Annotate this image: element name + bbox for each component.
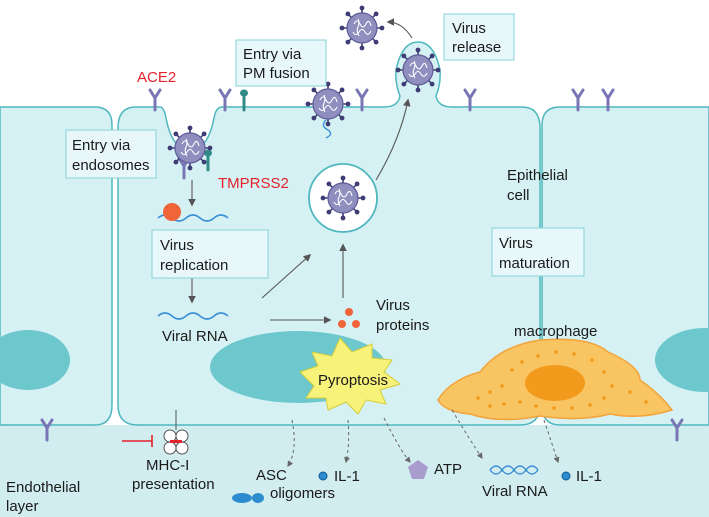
asc-label: ASC [256, 467, 287, 484]
left-cell-nucleus [0, 330, 70, 390]
macrophage-granules [476, 350, 648, 410]
virus-proteins-label: Virus [376, 297, 410, 314]
viral-rna-strand [157, 312, 229, 320]
right-cell-nucleus [655, 328, 709, 392]
protein-dot [338, 320, 346, 328]
il1-dot [318, 471, 328, 481]
il1-label: IL-1 [334, 468, 360, 485]
macrophage-nucleus [525, 365, 585, 401]
il1-dot [561, 471, 571, 481]
epithelial-cell-label: cell [507, 187, 530, 204]
asc-oligomer [252, 493, 264, 503]
arrow-release-up [386, 18, 413, 39]
virus-release-box [443, 13, 515, 61]
entry-endo-box [65, 129, 157, 179]
tmprss2-label: TMPRSS2 [218, 175, 289, 192]
virus-replication-label: replication [160, 257, 228, 274]
mhc-label: presentation [132, 476, 215, 493]
dash-arrow-il1 [344, 419, 350, 464]
entry-endo-label: Entry via [72, 137, 131, 154]
pyroptosis-burst [299, 337, 402, 415]
virus-maturation-box [491, 227, 585, 277]
virus-release-label: Virus [452, 20, 486, 37]
dash-arrow-rna [451, 409, 483, 459]
released-rna [322, 119, 332, 139]
ribosome-icon [163, 203, 181, 221]
epithelial-cell-label: Epithelial [507, 167, 568, 184]
virus-maturation-label: Virus [499, 235, 533, 252]
virus-particle-released [338, 4, 386, 52]
endothelial-layer [0, 425, 709, 517]
entry-pm-label: Entry via [243, 46, 302, 63]
inhibition-mark [122, 435, 153, 447]
entry-pm-box [235, 39, 327, 87]
mhc-complex [163, 410, 189, 455]
endothelial-label: Endothelial [6, 479, 80, 496]
protein-dot [352, 320, 360, 328]
virus-particle-fusion [304, 80, 352, 128]
arrow-vesicle-release [375, 98, 411, 181]
viral-rna-release-label: Viral RNA [482, 483, 548, 500]
dash-arrow-atp [383, 417, 411, 463]
entry-endo-label: endosomes [72, 157, 150, 174]
asc-oligomer [232, 493, 252, 503]
virus-particle-vesicle [319, 174, 367, 222]
mhc-label: MHC-I [146, 457, 189, 474]
virus-particle-endosome [166, 124, 214, 172]
protein-dot [345, 308, 353, 316]
macrophage-label: macrophage [514, 323, 597, 340]
viral-rna-label: Viral RNA [162, 328, 228, 345]
mhc-peptide [170, 440, 182, 443]
virus-release-label: release [452, 39, 501, 56]
virus-particle-budding [394, 46, 442, 94]
il1-label: IL-1 [576, 468, 602, 485]
asc-label: oligomers [270, 485, 335, 502]
virus-maturation-label: maturation [499, 255, 570, 272]
dash-arrow-asc [287, 419, 295, 468]
atp-label: ATP [434, 461, 462, 478]
atp-pentagon [408, 460, 428, 479]
virus-replication-box [151, 229, 269, 279]
pyroptosis-label: Pyroptosis [318, 372, 388, 389]
virus-proteins-label: proteins [376, 317, 429, 334]
arrow-to-vesicle [261, 253, 312, 299]
ace2-label: ACE2 [137, 69, 176, 86]
virus-replication-label: Virus [160, 237, 194, 254]
endothelial-label: layer [6, 498, 39, 515]
viral-rna-helix [489, 465, 539, 475]
entry-pm-label: PM fusion [243, 65, 310, 82]
